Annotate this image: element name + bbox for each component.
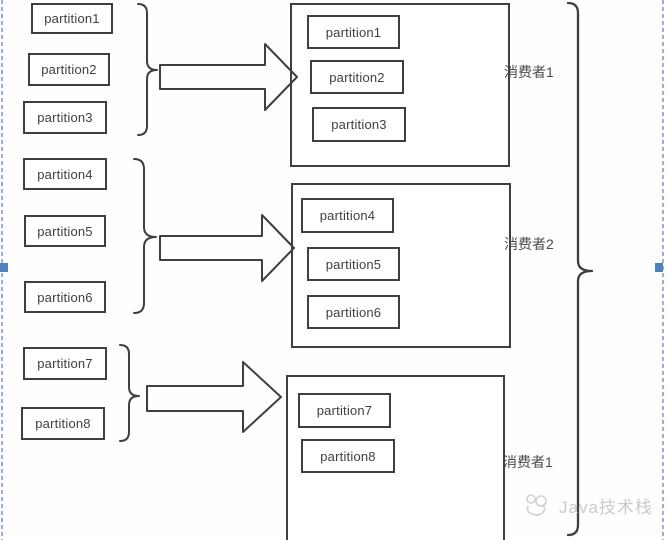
left-partition-box-6: partition6 xyxy=(24,281,106,313)
consumer2-partition-box: partition6 xyxy=(307,295,400,329)
watermark: Java技术栈 xyxy=(522,492,653,518)
right-summary-brace xyxy=(566,1,594,537)
consumer2-partition-box: partition5 xyxy=(307,247,400,281)
watermark-text: Java技术栈 xyxy=(559,497,653,517)
arrow-group-2 xyxy=(159,214,295,282)
group-brace-2 xyxy=(133,158,157,314)
consumer-label-2: 消费者2 xyxy=(504,236,554,252)
consumer-label-1: 消费者1 xyxy=(504,64,554,80)
left-partition-box-1: partition1 xyxy=(31,3,113,34)
group-brace-3 xyxy=(119,344,140,442)
consumer1-partition-box: partition2 xyxy=(310,60,404,94)
left-partition-box-5: partition5 xyxy=(24,215,106,247)
left-partition-box-3: partition3 xyxy=(23,101,107,134)
consumer1-partition-box: partition1 xyxy=(307,15,400,49)
arrow-group-3 xyxy=(146,361,282,433)
watermark-logo-icon xyxy=(526,494,547,516)
selection-border-right xyxy=(662,0,664,540)
arrow-group-1 xyxy=(159,43,298,111)
selection-handle-right[interactable] xyxy=(655,263,663,272)
selection-handle-left[interactable] xyxy=(0,263,8,272)
consumer3-partition-box: partition7 xyxy=(298,393,391,428)
left-partition-box-7: partition7 xyxy=(23,347,107,380)
consumer3-partition-box: partition8 xyxy=(301,439,395,473)
left-partition-box-8: partition8 xyxy=(21,407,105,440)
consumer1-partition-box: partition3 xyxy=(312,107,406,142)
left-partition-box-2: partition2 xyxy=(28,53,110,86)
consumer2-partition-box: partition4 xyxy=(301,198,394,233)
left-partition-box-4: partition4 xyxy=(23,158,107,190)
group-brace-1 xyxy=(137,3,158,136)
consumer-label-3: 消费者1 xyxy=(503,454,553,470)
